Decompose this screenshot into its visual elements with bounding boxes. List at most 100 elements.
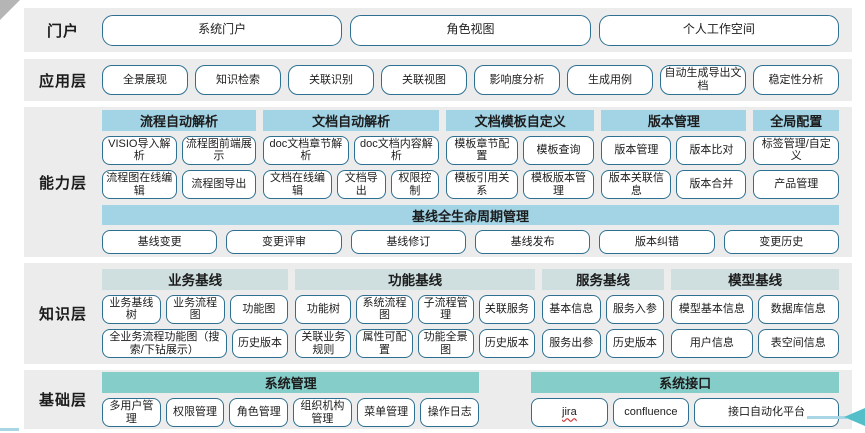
feature-button[interactable]: 全景展现 (102, 65, 188, 95)
arrow-left-icon (844, 408, 865, 426)
feature-group: 版本管理版本管理版本比对版本关联信息版本合并 (601, 109, 747, 200)
feature-button[interactable]: 基线变更 (102, 230, 218, 255)
feature-button[interactable]: 属性可配置 (356, 329, 413, 359)
feature-button[interactable]: 模板版本管理 (522, 170, 595, 200)
feature-button[interactable]: 基线发布 (474, 230, 591, 255)
feature-button[interactable]: 功能全景图 (417, 329, 474, 359)
button-row: 标签管理/自定义 (753, 135, 839, 165)
feature-button[interactable]: confluence (612, 397, 690, 428)
feature-button[interactable]: 历史版本 (231, 329, 289, 359)
feature-button[interactable]: 角色视图 (350, 14, 591, 46)
button-row: 文档在线编辑文档导出权限控制 (263, 170, 440, 200)
knowledge-content: 业务基线业务基线树业务流程图功能图全业务流程功能图（搜索/下钻展示）历史版本功能… (102, 268, 852, 359)
feature-button[interactable]: 系统门户 (102, 14, 343, 46)
feature-button[interactable]: 历史版本 (605, 329, 665, 359)
feature-button[interactable]: 功能图 (229, 294, 289, 324)
feature-button[interactable]: 版本管理 (601, 135, 672, 165)
layer-label-knowledge: 知识层 (38, 306, 87, 323)
feature-button[interactable]: 系统流程图 (356, 294, 413, 324)
button-row: 模型基本信息数据库信息 (671, 294, 840, 324)
feature-button[interactable]: 全业务流程功能图（搜索/下钻展示） (102, 329, 227, 359)
feature-button[interactable]: 基线修订 (350, 230, 466, 255)
button-row: 用户信息表空间信息 (671, 329, 840, 359)
feature-button[interactable]: jira (531, 397, 608, 428)
feature-button[interactable]: doc文档章节解析 (263, 135, 349, 165)
feature-button[interactable]: 标签管理/自定义 (753, 135, 839, 165)
feature-button[interactable]: 模板引用关系 (446, 170, 518, 200)
group-header: 功能基线 (295, 268, 535, 290)
button-row: 基线变更变更评审基线修订基线发布版本纠错变更历史 (102, 230, 839, 255)
feature-button[interactable]: 功能树 (295, 294, 352, 324)
feature-button[interactable]: 菜单管理 (356, 397, 416, 428)
arrow-decoration (807, 407, 865, 427)
feature-button[interactable]: 个人工作空间 (598, 14, 839, 46)
feature-button[interactable]: 生成用例 (567, 65, 653, 95)
group-header: 系统接口 (531, 371, 839, 393)
feature-button[interactable]: 子流程管理 (417, 294, 474, 324)
groups-row: 业务基线业务基线树业务流程图功能图全业务流程功能图（搜索/下钻展示）历史版本功能… (102, 268, 840, 359)
feature-button[interactable]: 流程图前端展示 (181, 135, 257, 165)
feature-button[interactable]: 关联服务 (478, 294, 535, 324)
button-row: 基本信息服务入参 (541, 294, 665, 324)
group-header: 服务基线 (541, 268, 665, 290)
feature-button[interactable]: 服务出参 (541, 329, 601, 359)
feature-button[interactable]: 变更历史 (723, 230, 839, 255)
feature-group: 服务基线基本信息服务入参服务出参历史版本 (541, 268, 665, 359)
group-header: 模型基线 (671, 268, 840, 290)
feature-button[interactable]: 业务基线树 (102, 294, 161, 324)
feature-button[interactable]: 关联视图 (381, 65, 467, 95)
feature-group: 文档模板自定义模板章节配置模板查询模板引用关系模板版本管理 (446, 109, 595, 200)
feature-button[interactable]: 多用户管理 (102, 397, 161, 428)
feature-button[interactable]: 版本合并 (676, 170, 747, 200)
feature-button[interactable]: 数据库信息 (757, 294, 840, 324)
feature-button[interactable]: 模板查询 (522, 135, 595, 165)
group-header: 版本管理 (601, 109, 747, 131)
feature-button[interactable]: 流程图在线编辑 (102, 170, 177, 200)
button-row: VISIO导入解析流程图前端展示 (102, 135, 257, 165)
feature-button[interactable]: 关联业务规则 (295, 329, 352, 359)
feature-button[interactable]: 文档导出 (336, 170, 386, 200)
button-row: 全景展现知识检索关联识别关联视图影响度分析生成用例自动生成导出文档稳定性分析 (102, 65, 839, 95)
feature-button[interactable]: 操作日志 (420, 397, 480, 428)
feature-button[interactable]: 用户信息 (671, 329, 753, 359)
feature-button[interactable]: 知识检索 (195, 65, 281, 95)
feature-button[interactable]: 服务入参 (605, 294, 665, 324)
feature-button[interactable]: 版本关联信息 (601, 170, 672, 200)
feature-button[interactable]: 文档在线编辑 (263, 170, 332, 200)
button-row: 模板引用关系模板版本管理 (446, 170, 595, 200)
feature-button[interactable]: 流程图导出 (181, 170, 257, 200)
feature-button[interactable]: 角色管理 (229, 397, 289, 428)
feature-button[interactable]: 组织机构管理 (293, 397, 352, 428)
feature-button[interactable]: 表空间信息 (757, 329, 840, 359)
feature-button[interactable]: 自动生成导出文档 (660, 65, 746, 95)
feature-button[interactable]: 关联识别 (288, 65, 374, 95)
feature-button[interactable]: doc文档内容解析 (353, 135, 440, 165)
feature-button[interactable]: 模型基本信息 (671, 294, 753, 324)
feature-button[interactable]: 模板章节配置 (446, 135, 518, 165)
feature-button[interactable]: 产品管理 (753, 170, 839, 200)
feature-group: 业务基线业务基线树业务流程图功能图全业务流程功能图（搜索/下钻展示）历史版本 (102, 268, 289, 359)
application-content: 全景展现知识检索关联识别关联视图影响度分析生成用例自动生成导出文档稳定性分析 (102, 65, 852, 95)
layer-label-foundation: 基础层 (38, 392, 87, 409)
feature-button[interactable]: 影响度分析 (474, 65, 560, 95)
feature-group: 全局配置标签管理/自定义产品管理 (753, 109, 839, 200)
feature-button[interactable]: 版本纠错 (599, 230, 715, 255)
feature-group: 功能基线功能树系统流程图子流程管理关联服务关联业务规则属性可配置功能全景图历史版… (295, 268, 535, 359)
feature-button[interactable]: 接口自动化平台 (694, 397, 840, 428)
feature-button[interactable]: 基本信息 (541, 294, 601, 324)
feature-button[interactable]: 版本比对 (676, 135, 747, 165)
feature-button[interactable]: 权限管理 (165, 397, 225, 428)
feature-button[interactable]: 变更评审 (226, 230, 342, 255)
feature-button[interactable]: VISIO导入解析 (102, 135, 177, 165)
feature-button[interactable]: 业务流程图 (165, 294, 225, 324)
feature-button[interactable]: 历史版本 (478, 329, 535, 359)
group-header: 全局配置 (753, 109, 839, 131)
feature-button[interactable]: 稳定性分析 (753, 65, 839, 95)
feature-button[interactable]: 权限控制 (390, 170, 440, 200)
